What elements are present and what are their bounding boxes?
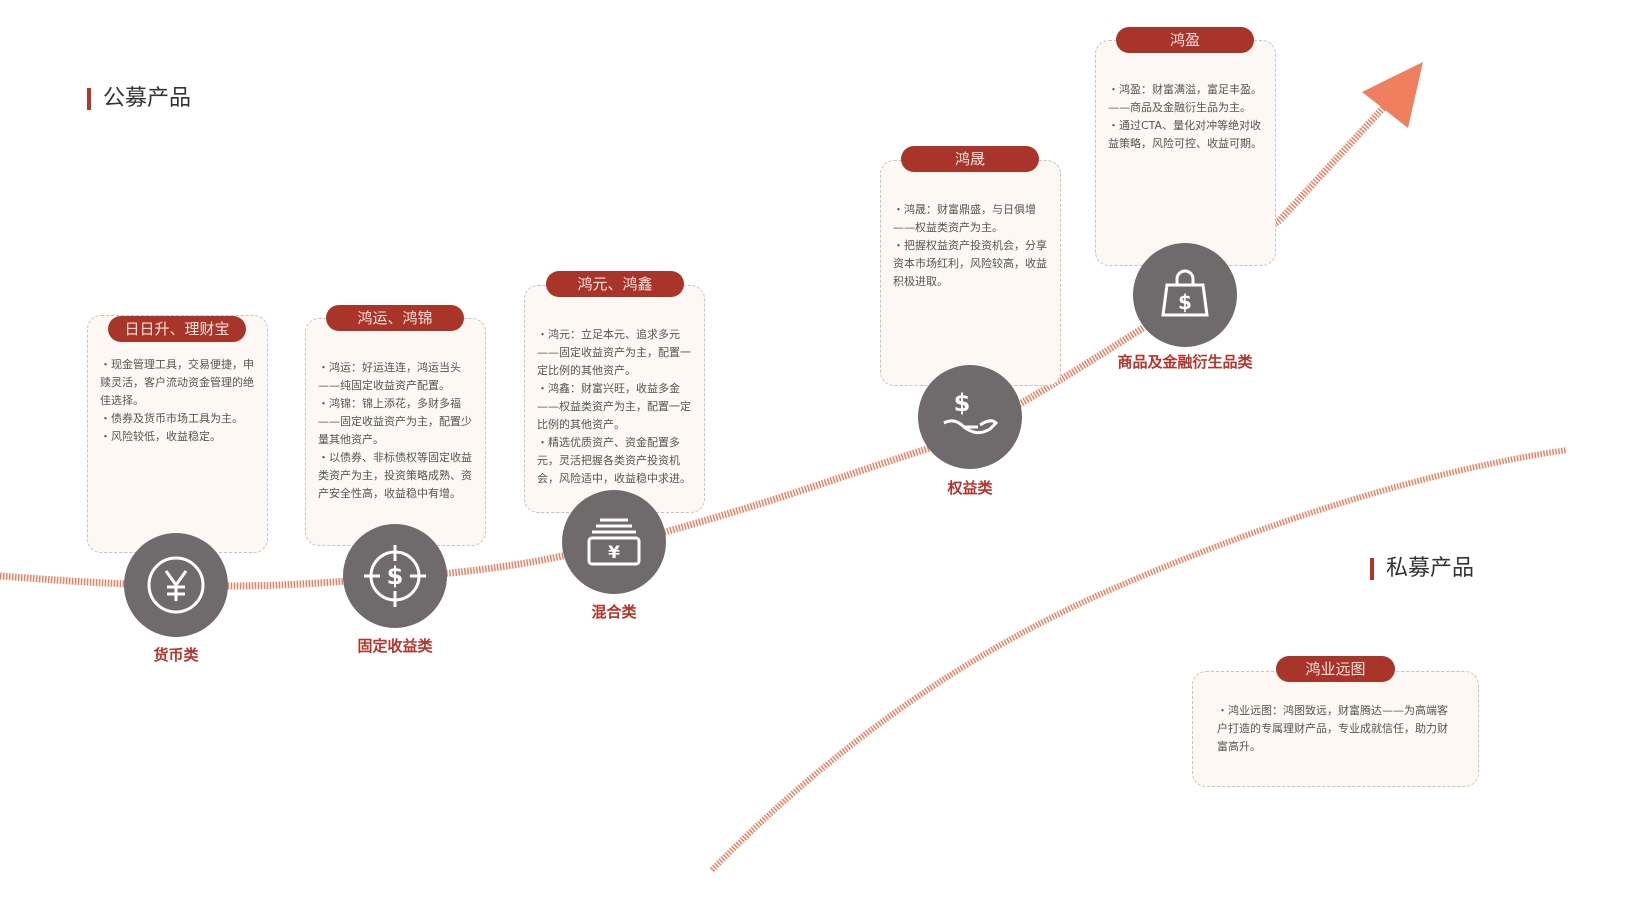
private-growth-curve: [709, 447, 1568, 873]
yen-coin-icon: [124, 533, 228, 637]
svg-text:¥: ¥: [608, 543, 620, 563]
money-bag-icon: $: [1133, 243, 1237, 347]
public-growth-curve: [0, 92, 1398, 590]
product-card-private: ・鸿业远图：鸿图致远，财富腾达——为高端客户打造的专属理财产品，专业成就信任，助…: [1192, 671, 1479, 787]
product-card-mixed: ・鸿元：立足本元、追求多元——固定收益资产为主，配置一定比例的其他资产。 ・鸿鑫…: [524, 285, 705, 513]
product-name-pill: 日日升、理财宝: [108, 316, 246, 342]
hand-dollar-icon: $: [918, 365, 1022, 469]
card-text: ・精选优质资产、资金配置多元，灵活把握各类资产投资机会，风险适中，收益稳中求进。: [537, 436, 691, 485]
card-text: ・鸿运：好运连连，鸿运当头——纯固定收益资产配置。: [318, 361, 461, 392]
card-text: ・鸿鑫：财富兴旺，收益多金——权益类资产为主，配置一定比例的其他资产。: [537, 382, 691, 431]
card-text: ・现金管理工具，交易便捷，申赎灵活，客户流动资金管理的绝佳选择。: [100, 358, 254, 407]
product-name-pill: 鸿晟: [901, 146, 1039, 172]
svg-text:$: $: [954, 389, 971, 417]
category-label: 商品及金融衍生品类: [1117, 353, 1253, 371]
card-text: ・鸿业远图：鸿图致远，财富腾达——为高端客户打造的专属理财产品，专业成就信任，助…: [1217, 704, 1448, 753]
category-label: 混合类: [591, 603, 637, 621]
product-name-pill: 鸿盈: [1116, 27, 1254, 53]
card-text: ・鸿盈：财富满溢，富足丰盈。——商品及金融衍生品为主。: [1108, 83, 1262, 114]
card-text: ・鸿晟：财富鼎盛，与日俱增——权益类资产为主。: [893, 203, 1036, 234]
product-card-money: ・现金管理工具，交易便捷，申赎灵活，客户流动资金管理的绝佳选择。 ・债券及货币市…: [87, 315, 268, 553]
category-label: 权益类: [947, 479, 993, 497]
product-name-pill: 鸿元、鸿鑫: [546, 271, 684, 297]
product-card-commodity: ・鸿盈：财富满溢，富足丰盈。——商品及金融衍生品为主。 ・通过CTA、量化对冲等…: [1095, 40, 1276, 266]
card-text: ・以债券、非标债权等固定收益类资产为主，投资策略成熟、资产安全性高，收益稳中有增…: [318, 451, 472, 500]
product-name-pill: 鸿运、鸿锦: [326, 305, 464, 331]
card-text: ・通过CTA、量化对冲等绝对收益策略，风险可控、收益可期。: [1108, 119, 1262, 150]
svg-text:$: $: [1178, 290, 1192, 314]
product-card-equity: ・鸿晟：财富鼎盛，与日俱增——权益类资产为主。 ・把握权益资产投资机会，分享资本…: [880, 160, 1061, 386]
svg-text:$: $: [387, 562, 404, 590]
cash-stack-icon: ¥: [562, 490, 666, 594]
category-label: 固定收益类: [357, 637, 433, 655]
product-card-fixed-income: ・鸿运：好运连连，鸿运当头——纯固定收益资产配置。 ・鸿锦：锦上添花，多财多福—…: [305, 318, 486, 546]
card-text: ・鸿元：立足本元、追求多元——固定收益资产为主，配置一定比例的其他资产。: [537, 328, 691, 377]
product-name-pill: 鸿业远图: [1276, 656, 1395, 682]
arrow-head: [1362, 62, 1423, 128]
dollar-target-icon: $: [343, 524, 447, 628]
card-text: ・鸿锦：锦上添花，多财多福——固定收益资产为主，配置少量其他资产。: [318, 397, 472, 446]
card-text: ・风险较低，收益稳定。: [100, 430, 221, 443]
category-label: 货币类: [153, 646, 199, 664]
public-products-title: 公募产品: [87, 88, 191, 110]
card-text: ・债券及货币市场工具为主。: [100, 412, 243, 425]
card-text: ・把握权益资产投资机会，分享资本市场红利，风险较高，收益积极进取。: [893, 239, 1047, 288]
private-products-title: 私募产品: [1370, 558, 1474, 580]
